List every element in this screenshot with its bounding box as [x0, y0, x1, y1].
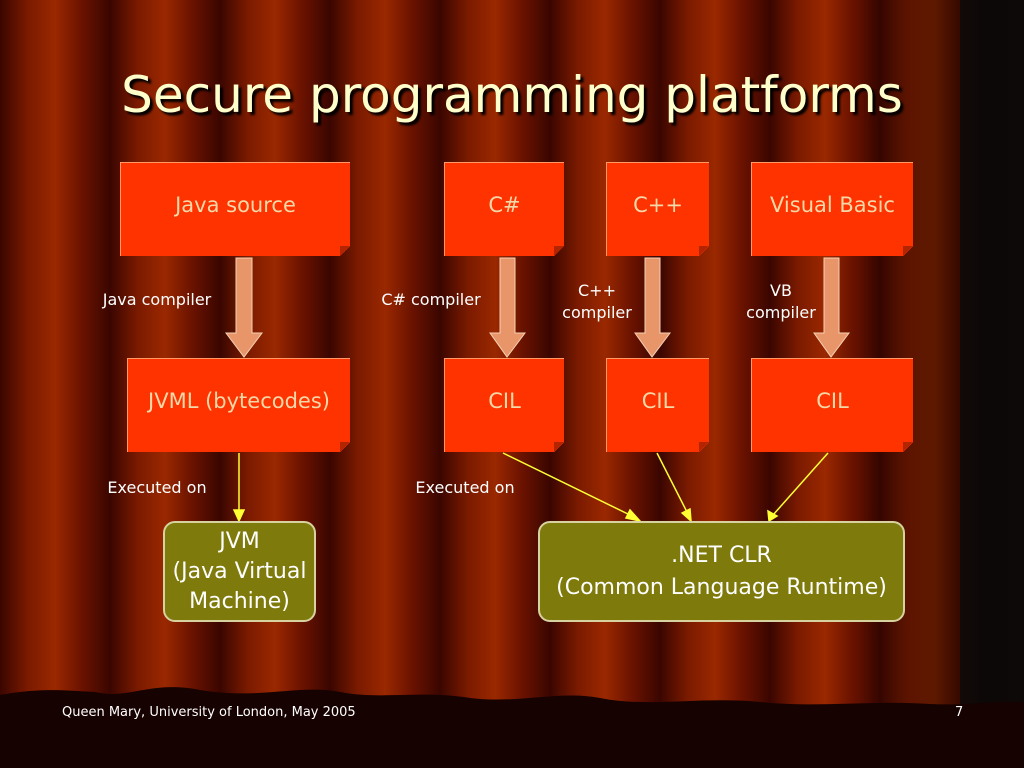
- cpp-compiler-label: C++ compiler: [552, 280, 642, 324]
- slide-number: 7: [955, 705, 964, 720]
- java-compiler-label: Java compiler: [102, 290, 212, 309]
- compile-arrow-vb: [813, 257, 850, 358]
- jvml-box: JVML (bytecodes): [127, 358, 350, 452]
- curtain-bottom-hem: [0, 687, 1024, 768]
- exec-arrow-cil-vb: [772, 452, 829, 516]
- compile-arrow-cpp: [634, 257, 671, 358]
- clr-line2: (Common Language Runtime): [556, 574, 887, 600]
- cil-csharp-box: CIL: [444, 358, 564, 452]
- slide-title: Secure programming platforms: [121, 66, 903, 124]
- compile-arrow-java: [225, 257, 263, 358]
- csharp-source-label: C#: [488, 193, 521, 217]
- jvml-label: JVML (bytecodes): [148, 389, 330, 413]
- cil-csharp-label: CIL: [488, 389, 521, 413]
- jvm-runtime-box: JVM (Java Virtual Machine): [163, 521, 316, 622]
- cil-vb-label: CIL: [816, 389, 849, 413]
- cpp-compiler-line2: compiler: [562, 303, 632, 322]
- exec-arrows: [232, 452, 829, 523]
- cil-vb-box: CIL: [751, 358, 913, 452]
- exec-arrow-cil-csharp: [502, 452, 633, 517]
- jvm-line2: (Java Virtual: [172, 558, 307, 584]
- executed-on-dotnet-label: Executed on: [415, 478, 515, 497]
- vb-source-label: Visual Basic: [770, 193, 895, 217]
- vb-source-box: Visual Basic: [751, 162, 913, 256]
- jvm-line3: Machine): [189, 588, 290, 614]
- executed-on-java-label: Executed on: [107, 478, 207, 497]
- vb-compiler-label: VB compiler: [738, 280, 824, 324]
- clr-runtime-box: .NET CLR (Common Language Runtime): [538, 521, 905, 622]
- java-source-label: Java source: [175, 193, 296, 217]
- compile-arrow-csharp: [489, 257, 526, 358]
- jvm-line1: JVM: [219, 528, 260, 554]
- footer-text: Queen Mary, University of London, May 20…: [62, 705, 356, 720]
- cpp-compiler-line1: C++: [578, 281, 616, 300]
- csharp-compiler-label: C# compiler: [381, 290, 481, 309]
- vb-compiler-line2: compiler: [746, 303, 816, 322]
- clr-line1: .NET CLR: [671, 542, 772, 568]
- cil-cpp-label: CIL: [641, 389, 675, 413]
- exec-arrow-cil-cpp: [656, 452, 689, 515]
- csharp-source-box: C#: [444, 162, 564, 256]
- cpp-source-box: C++: [606, 162, 709, 256]
- cil-cpp-box: CIL: [606, 358, 709, 452]
- java-source-box: Java source: [120, 162, 350, 256]
- vb-compiler-line1: VB: [770, 281, 792, 300]
- cpp-source-label: C++: [633, 193, 683, 217]
